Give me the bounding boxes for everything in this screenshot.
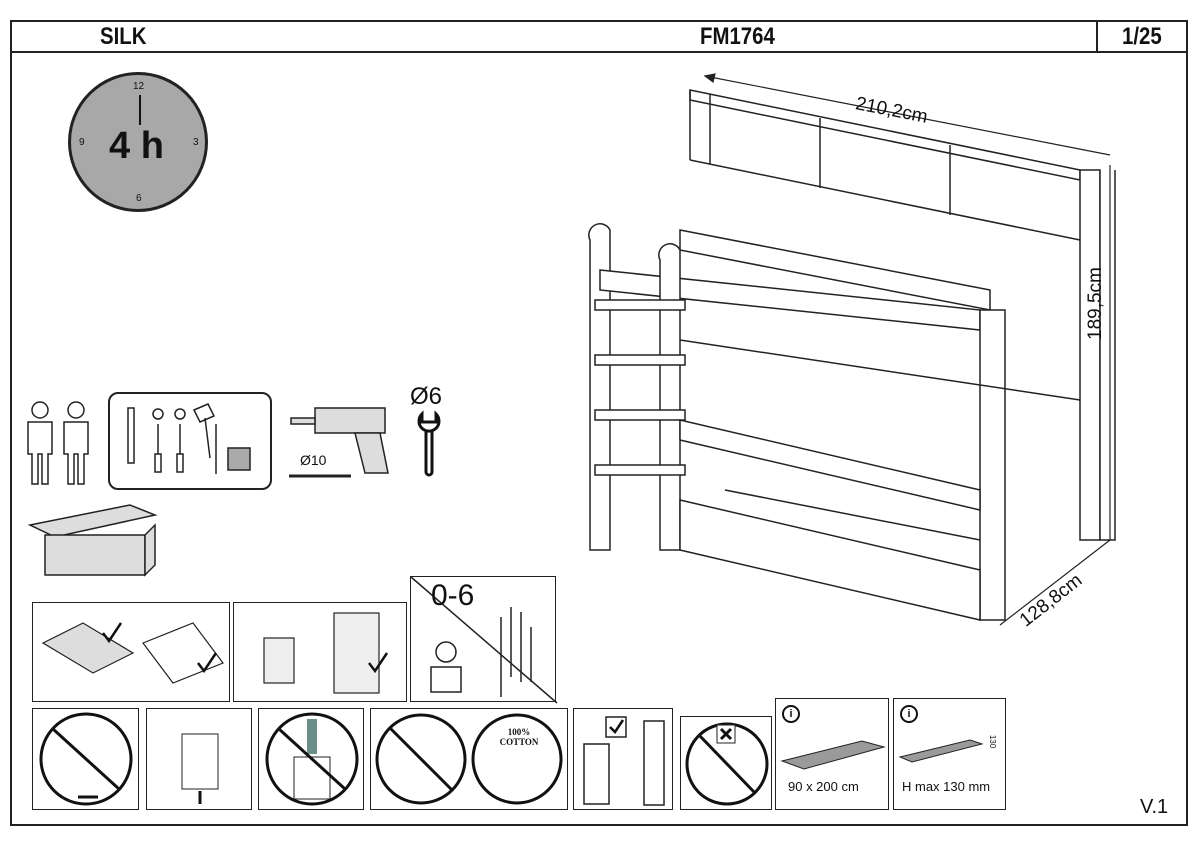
toolbox-icon	[27, 504, 158, 577]
mattress-size-box: i 90 x 200 cm	[775, 698, 889, 810]
assembly-time-clock: 12 3 6 9 4 h	[68, 72, 208, 212]
mattress-icon	[780, 740, 886, 770]
mattress-size: 90 x 200 cm	[788, 779, 859, 794]
two-people-icon	[27, 401, 89, 485]
mattress-height-mark: 130	[988, 734, 998, 749]
mattress-max-height: H max 130 mm	[902, 779, 991, 794]
clock-12: 12	[133, 81, 145, 92]
use-protective-surface-box	[32, 602, 230, 702]
child-age-warning-box: 0-6	[410, 576, 558, 704]
info-icon: i	[782, 705, 800, 723]
clock-9: 9	[79, 137, 85, 148]
header-bar: SILK FM1764 1/25	[10, 20, 1188, 53]
height-dimension: 189,5cm	[1085, 267, 1106, 340]
approved-cleaners-box	[573, 708, 673, 810]
wrench-icon	[417, 410, 441, 477]
document-version: V.1	[1140, 796, 1169, 818]
lift-furniture-box	[146, 708, 252, 810]
age-range: 0-6	[431, 579, 475, 612]
tools-callout	[108, 392, 272, 490]
assembly-time: 4 h	[109, 125, 164, 167]
cotton-label: 100% COTTON	[499, 727, 539, 747]
bunk-bed-diagram	[588, 73, 1116, 626]
info-icon: i	[900, 705, 918, 723]
mattress-icon	[898, 739, 984, 763]
mattress-height-box: i 130 H max 130 mm	[893, 698, 1006, 810]
cleaning-instructions-box: 100% COTTON	[370, 708, 568, 810]
no-drag-furniture-box	[32, 708, 139, 810]
no-standing-on-furniture-box	[258, 708, 364, 810]
clock-6: 6	[136, 193, 142, 204]
screwdrivers-hammer-tape-icon	[127, 403, 251, 474]
model-number: FM1764	[700, 23, 775, 50]
drill-bit-size: Ø10	[300, 452, 327, 468]
no-chemicals-box	[680, 716, 772, 810]
drill-icon	[289, 407, 389, 478]
clock-3: 3	[193, 137, 199, 148]
wrench-size: Ø6	[410, 383, 443, 410]
page-number: 1/25	[1122, 23, 1162, 50]
keep-instructions-box	[233, 602, 407, 702]
series-name: SILK	[100, 23, 147, 50]
